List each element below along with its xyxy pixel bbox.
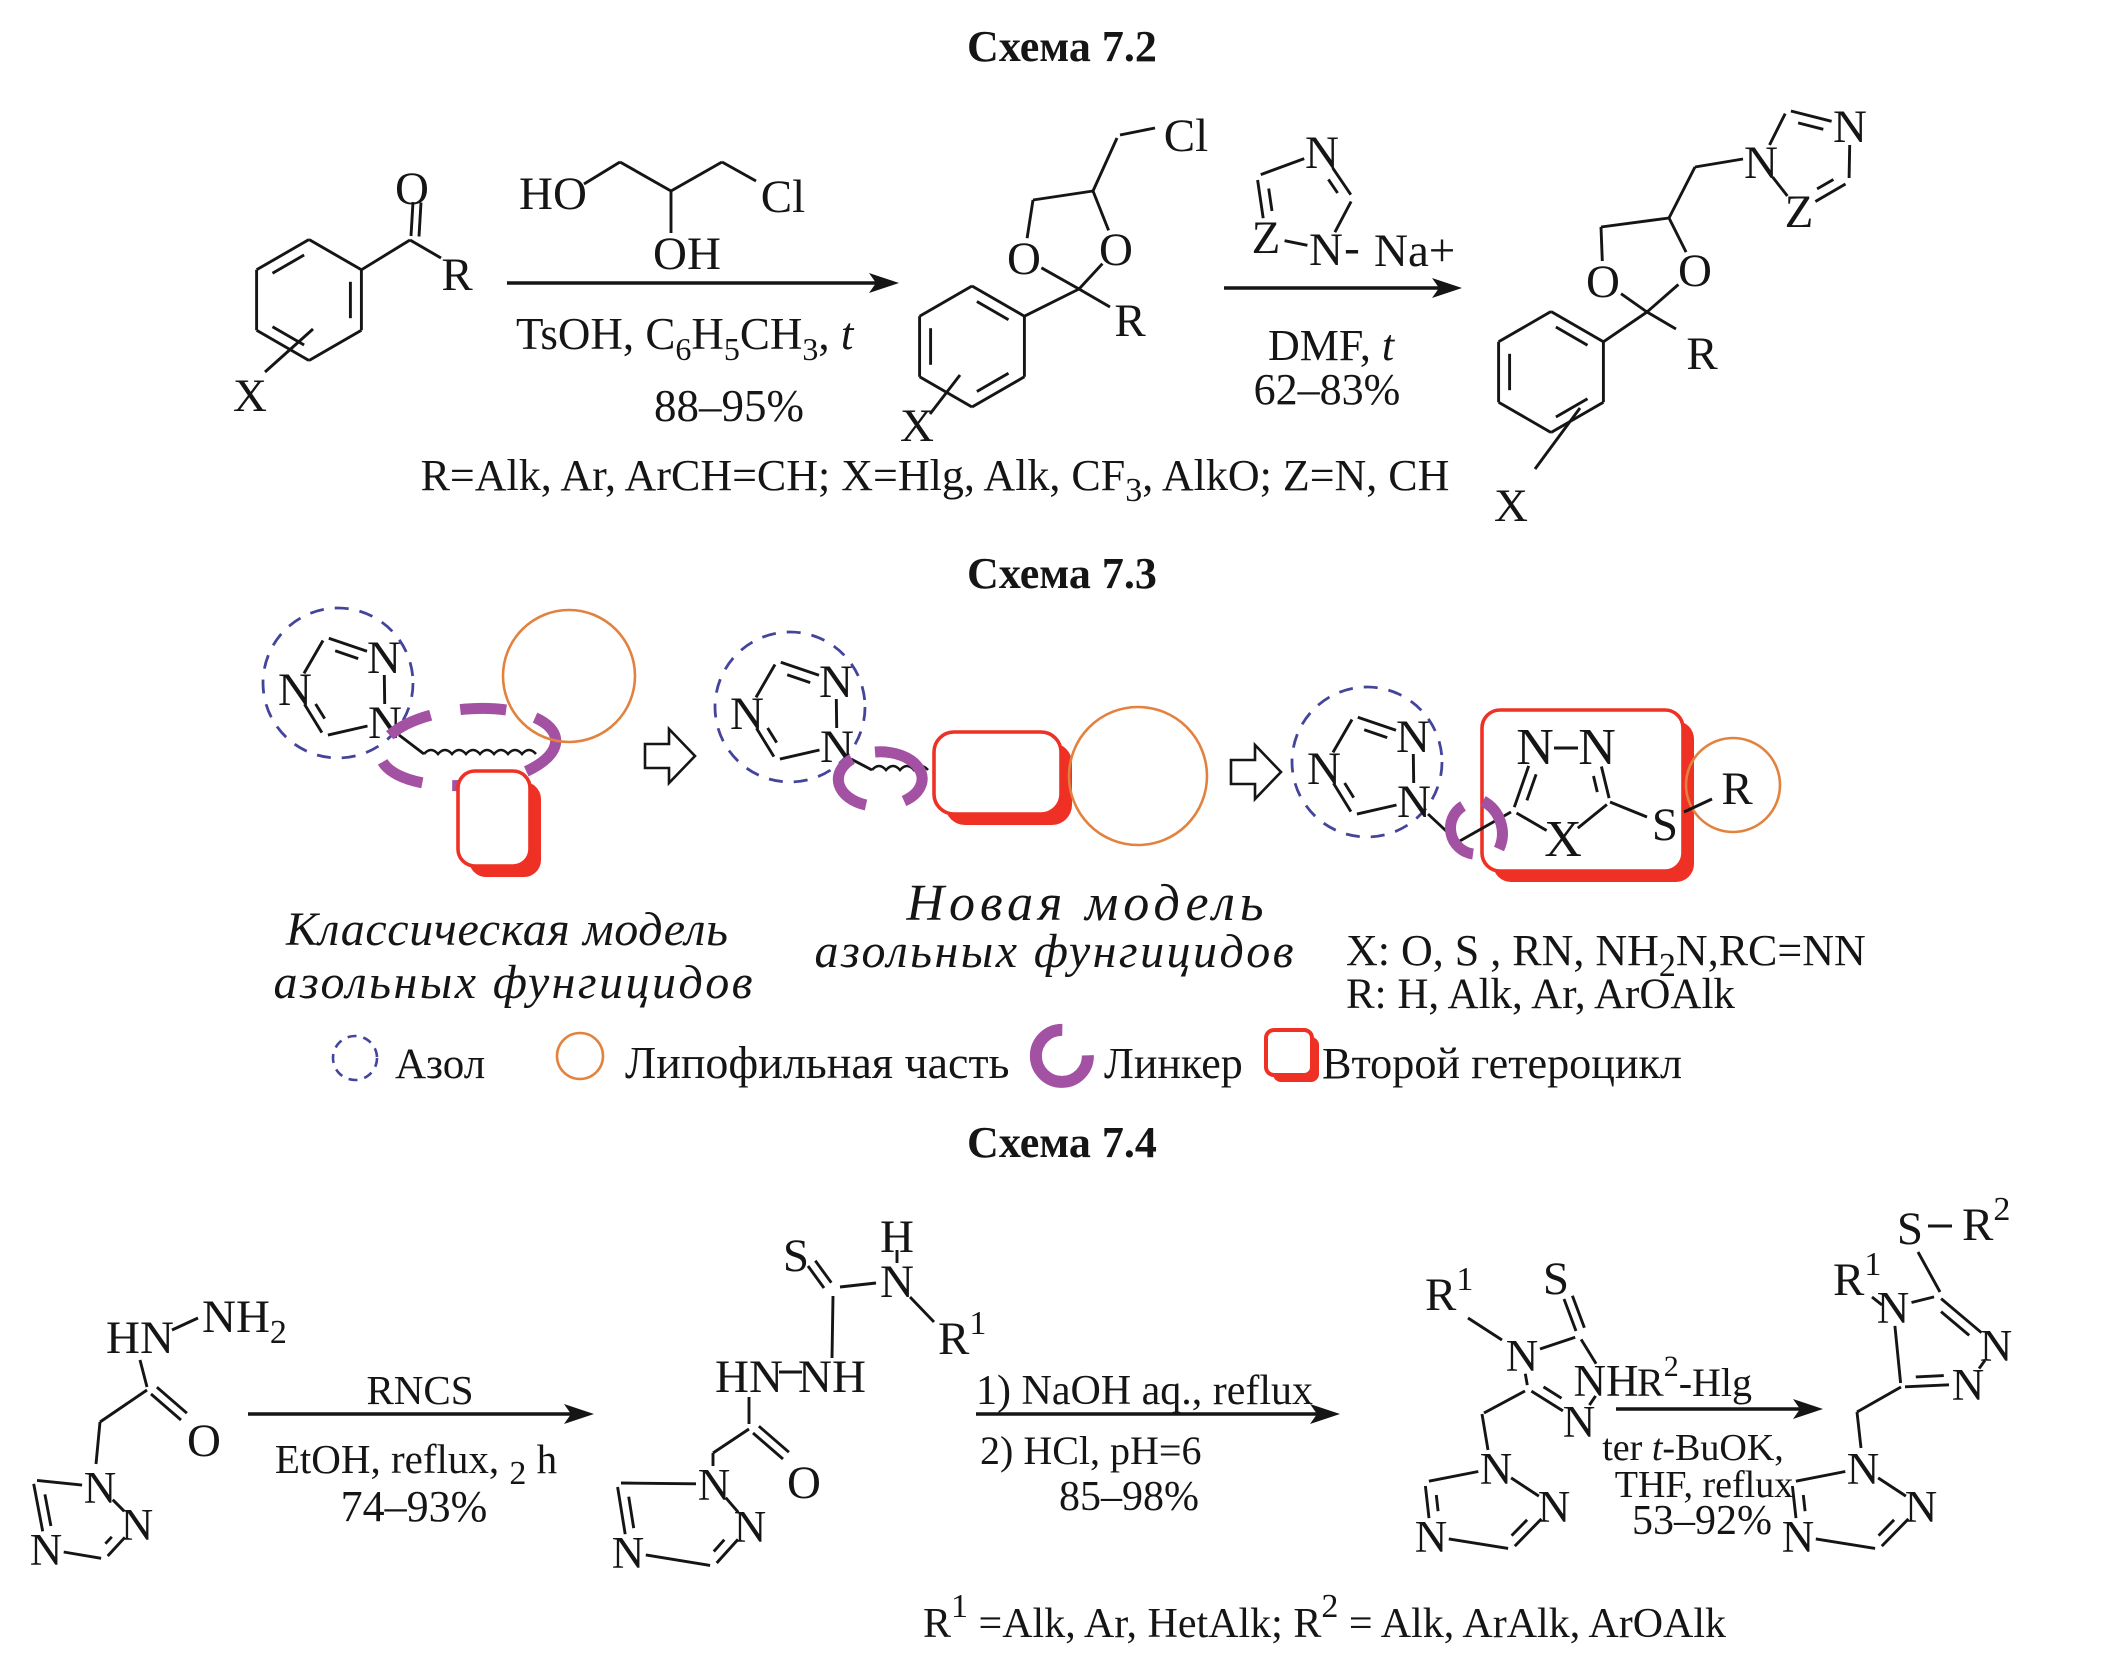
svg-text:N: N [1952, 1360, 1985, 1410]
svg-text:DMF, t: DMF, t [1268, 321, 1396, 370]
svg-text:HO: HO [519, 168, 587, 220]
svg-text:X: X [233, 370, 267, 422]
svg-text:Схема 7.4: Схема 7.4 [967, 1118, 1157, 1167]
svg-text:R: H, Alk, Ar, ArOAlk: R: H, Alk, Ar, ArOAlk [1346, 971, 1735, 1018]
svg-text:Схема 7.2: Схема 7.2 [967, 22, 1157, 71]
svg-text:RNCS: RNCS [366, 1367, 473, 1413]
svg-text:азольных фунгицидов: азольных фунгицидов [274, 956, 753, 1009]
svg-text:53–92%: 53–92% [1632, 1498, 1772, 1544]
svg-text:O: O [787, 1457, 821, 1509]
svg-text:88–95%: 88–95% [654, 381, 804, 431]
svg-text:S: S [1652, 799, 1678, 851]
svg-text:Второй гетероцикл: Второй гетероцикл [1322, 1039, 1682, 1088]
svg-text:N: N [730, 688, 764, 740]
svg-text:Cl: Cl [761, 171, 805, 223]
svg-text:R: R [1721, 763, 1753, 815]
svg-text:N: N [367, 632, 401, 684]
svg-text:R: R [1114, 295, 1146, 347]
svg-text:N: N [278, 664, 312, 716]
svg-text:Z: Z [1785, 186, 1814, 238]
svg-text:N: N [1578, 719, 1616, 776]
svg-text:N: N [1516, 719, 1554, 776]
svg-text:N: N [1506, 1331, 1539, 1381]
svg-text:N: N [121, 1500, 154, 1550]
svg-text:Липофильная часть: Липофильная часть [625, 1037, 1010, 1088]
svg-text:N: N [880, 1256, 914, 1308]
svg-text:-: - [1344, 222, 1360, 274]
svg-text:S: S [1543, 1253, 1569, 1305]
svg-text:R: R [1686, 328, 1718, 380]
svg-text:Схема 7.3: Схема 7.3 [967, 549, 1157, 598]
svg-text:Z: Z [1252, 212, 1281, 264]
svg-text:N: N [1538, 1482, 1571, 1532]
svg-text:O: O [395, 163, 429, 215]
svg-text:Na+: Na+ [1374, 225, 1455, 277]
svg-text:O: O [1007, 233, 1041, 285]
svg-text:O: O [1586, 256, 1620, 308]
svg-text:N: N [30, 1525, 63, 1575]
svg-text:N: N [1847, 1444, 1880, 1494]
svg-text:Классическая модель: Классическая модель [285, 903, 728, 956]
svg-text:N: N [1782, 1512, 1815, 1562]
svg-text:1) NaOH aq., reflux: 1) NaOH aq., reflux [976, 1368, 1313, 1414]
svg-text:S: S [783, 1230, 809, 1282]
svg-text:X: X [1494, 480, 1528, 532]
svg-text:азольных фунгицидов: азольных фунгицидов [815, 925, 1294, 978]
svg-text:62–83%: 62–83% [1254, 365, 1401, 414]
svg-text:OH: OH [653, 228, 721, 280]
svg-text:N: N [1309, 224, 1343, 276]
svg-text:N: N [1877, 1283, 1910, 1333]
svg-text:N: N [819, 656, 853, 708]
svg-text:N: N [368, 697, 402, 749]
svg-text:N: N [84, 1463, 117, 1513]
svg-text:O: O [187, 1415, 221, 1467]
svg-text:Линкер: Линкер [1104, 1039, 1243, 1088]
svg-text:X: X [900, 400, 934, 452]
svg-text:Cl: Cl [1164, 110, 1208, 162]
svg-text:Азол: Азол [395, 1041, 485, 1088]
svg-text:O: O [1099, 224, 1133, 276]
svg-text:X: X [1544, 811, 1582, 868]
svg-text:N: N [1905, 1482, 1938, 1532]
svg-text:N: N [1744, 137, 1778, 189]
svg-text:N: N [612, 1528, 645, 1578]
svg-text:N: N [734, 1502, 767, 1552]
svg-text:HN: HN [106, 1312, 174, 1364]
svg-text:N: N [1833, 101, 1867, 153]
svg-text:O: O [1678, 245, 1712, 297]
svg-text:NH: NH [798, 1351, 866, 1403]
svg-text:N: N [1563, 1397, 1596, 1447]
svg-text:N: N [1396, 711, 1430, 763]
svg-text:N: N [1480, 1444, 1513, 1494]
svg-text:85–98%: 85–98% [1059, 1474, 1199, 1520]
svg-text:ter t-BuOK,: ter t-BuOK, [1602, 1427, 1784, 1469]
svg-text:N: N [1307, 743, 1341, 795]
svg-text:N: N [698, 1460, 731, 1510]
svg-text:N: N [1415, 1512, 1448, 1562]
svg-text:N: N [1305, 127, 1339, 179]
svg-text:2) HCl, pH=6: 2) HCl, pH=6 [980, 1428, 1201, 1473]
svg-text:R: R [441, 249, 473, 301]
svg-text:HN: HN [715, 1351, 783, 1403]
svg-text:N: N [1980, 1321, 2013, 1371]
svg-text:N: N [1397, 776, 1431, 828]
svg-text:S: S [1897, 1203, 1923, 1255]
svg-text:74–93%: 74–93% [341, 1482, 488, 1531]
